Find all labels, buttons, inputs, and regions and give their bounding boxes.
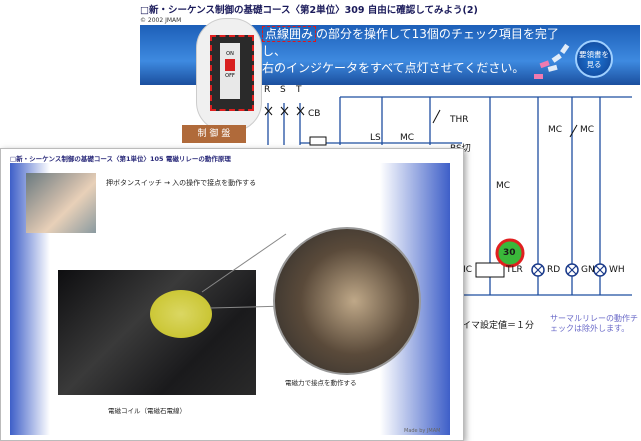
instruction-text: 点線囲みの部分を操作して13個のチェック項目を完了し、 右のインジケータをすべて… bbox=[262, 26, 562, 77]
timer-setting-note: イマ設定値＝１分 bbox=[462, 321, 535, 331]
timer-value: 30 bbox=[503, 248, 516, 258]
phase-s: S bbox=[280, 85, 286, 95]
front-footer: Made by JMAM bbox=[404, 428, 441, 434]
thr-label: THR bbox=[450, 115, 469, 125]
breaker-switch[interactable] bbox=[225, 59, 235, 71]
mc-coil-label: MC bbox=[458, 265, 473, 275]
cb-label: CB bbox=[308, 109, 321, 119]
zoom-detail-photo bbox=[273, 227, 421, 375]
mc-right-1: MC bbox=[548, 125, 563, 135]
wiring-lines bbox=[264, 96, 632, 296]
instruction-rest: の部分を操作して13個のチェック項目を完了し、 bbox=[262, 27, 559, 58]
copyright-text: © 2002 JMAM bbox=[140, 17, 182, 24]
pushbutton-photo bbox=[26, 173, 96, 233]
caption-zoom: 電磁力で接点を動作する bbox=[285, 379, 357, 387]
breaker-on-label: ON bbox=[226, 51, 234, 57]
relay-photo bbox=[58, 270, 256, 395]
mc-right-2: MC bbox=[580, 125, 595, 135]
timer-indicator[interactable] bbox=[495, 238, 525, 268]
highlight-spot bbox=[150, 290, 212, 338]
caption-coil: 電磁コイル（電磁石電線） bbox=[108, 407, 186, 415]
progress-ring-icon bbox=[534, 43, 570, 79]
thermal-relay-note: サーマルリレーの動作チェックは除外します。 bbox=[550, 314, 638, 333]
lamp-wh-label: WH bbox=[609, 265, 625, 275]
manual-button[interactable]: 要領書を見る bbox=[575, 40, 613, 78]
mc-contact-label: MC bbox=[496, 181, 511, 191]
highlight-word: 点線囲み bbox=[262, 26, 317, 42]
phase-r: R bbox=[264, 85, 271, 95]
back-window-title: □新・シーケンス制御の基礎コース〈第2単位〉309 自由に確認してみよう(2) bbox=[140, 5, 478, 16]
front-window-title: □新・シーケンス制御の基礎コース〈第1単位〉105 電磁リレーの動作原理 bbox=[10, 155, 231, 163]
phase-t: T bbox=[296, 85, 302, 95]
circuit-breaker[interactable]: ON OFF bbox=[210, 35, 254, 111]
lamp-rd-label: RD bbox=[547, 265, 561, 275]
caption-pushbutton: 押ボタンスイッチ → 入の操作で接点を動作する bbox=[106, 179, 257, 187]
breaker-off-label: OFF bbox=[225, 73, 235, 79]
control-panel-label: 制 御 盤 bbox=[182, 125, 246, 143]
instruction-line2: 右のインジケータをすべて点灯させてください。 bbox=[262, 61, 525, 75]
lamp-gn-label: GN bbox=[581, 265, 595, 275]
ls-label: LS bbox=[370, 133, 381, 143]
tlr-coil-label: TLR bbox=[506, 265, 523, 275]
mc-label-1: MC bbox=[400, 133, 415, 143]
